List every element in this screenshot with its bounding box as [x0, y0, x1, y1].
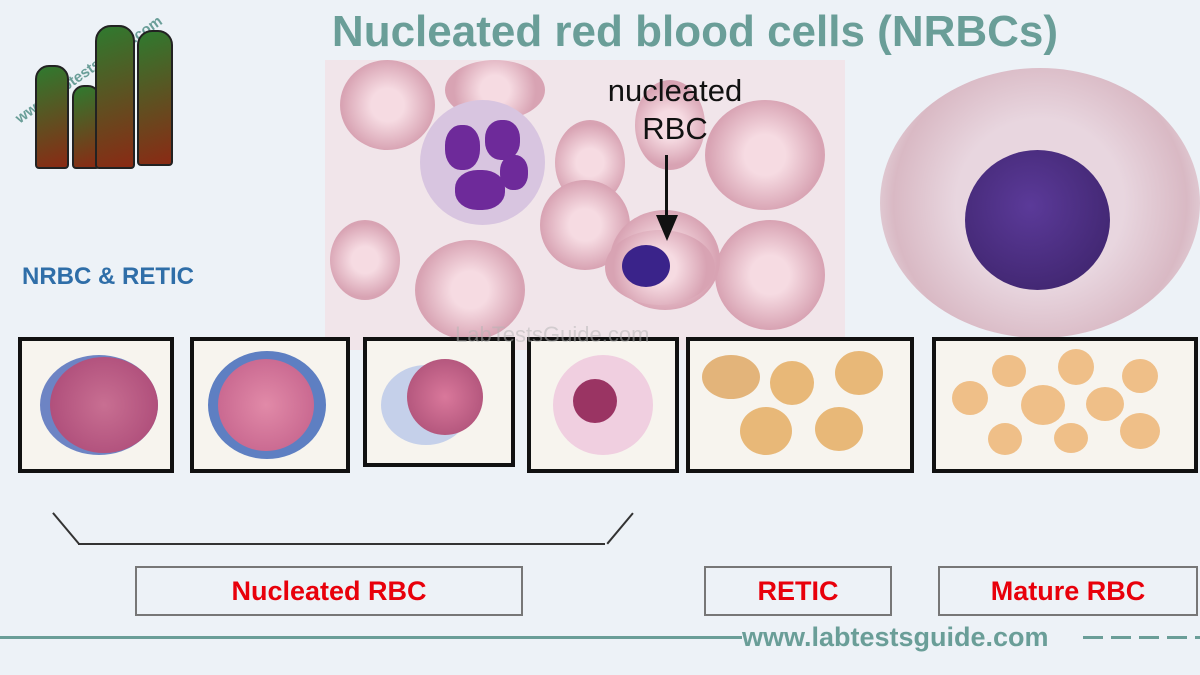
arrow-head-icon: [656, 215, 678, 241]
panel-nrbc-3: [363, 337, 515, 467]
label-retic: RETIC: [704, 566, 892, 616]
section-subtitle: NRBC & RETIC: [22, 263, 194, 290]
logo-figure: [137, 30, 173, 166]
panel-nrbc-2: [190, 337, 350, 473]
panel-nrbc-4: [527, 337, 679, 473]
page-title: Nucleated red blood cells (NRBCs): [331, 7, 1059, 56]
watermark: LabTestsGuide.com: [455, 322, 650, 347]
large-cell-nucleus: [965, 150, 1110, 290]
logo-figure: [35, 65, 69, 169]
arrow-shaft: [665, 155, 668, 225]
panel-retic: [686, 337, 914, 473]
footer-line: [0, 636, 742, 639]
callout-line1: nucleated: [607, 73, 743, 108]
label-mature-rbc: Mature RBC: [938, 566, 1198, 616]
panel-mature-rbc: [932, 337, 1198, 473]
callout-label: nucleated RBC: [585, 72, 765, 148]
logo-figure: [95, 25, 135, 169]
label-nucleated-rbc: Nucleated RBC: [135, 566, 523, 616]
neutrophil: [420, 100, 545, 225]
panel-nrbc-1: [18, 337, 174, 473]
callout-line2: RBC: [642, 111, 708, 146]
footer-url: www.labtestsguide.com: [742, 622, 1049, 652]
footer-dashed-line: [1083, 636, 1200, 639]
nrbc-nucleus: [622, 245, 670, 287]
